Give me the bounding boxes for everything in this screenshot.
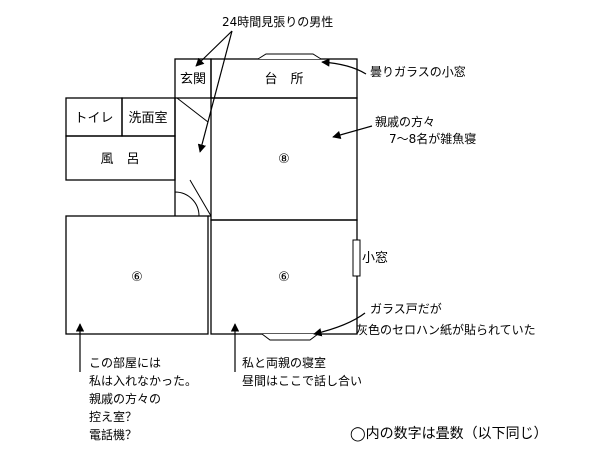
arrow-glass-door [313,312,366,337]
annotation-relatives-2: 7～8名が雑魚寝 [389,131,476,146]
arrow-watchman-corridor [197,30,233,153]
room-bath-label: 風 呂 [100,152,139,167]
arrow-relatives [332,125,373,139]
annotation-glass-door-1: ガラス戸だが [370,301,442,316]
frosted-window [257,53,322,60]
room-toilet-label: トイレ [74,111,113,126]
room-kitchen-label: 台 所 [264,72,303,87]
annotation-my-room-2: 昼間はここで話し合い [242,373,362,388]
annotation-my-room-1: 私と両親の寝室 [242,355,326,370]
annotation-frosted-glass: 曇りガラスの小窓 [370,64,466,79]
room-genkan-label: 玄関 [180,72,206,87]
room-6-mid-size: ⑥ [278,270,290,285]
annotation-left-room-2: 私は入れなかった。 [89,374,197,388]
walls [65,58,358,335]
annotation-glass-door-2: 灰色のセロハン紙が貼られていた [356,322,536,337]
glass-door [261,333,319,341]
arrow-watchman-genkan [195,30,233,67]
annotation-left-room-3: 親戚の方々の [89,391,161,406]
arrow-frosted-glass [321,58,367,75]
room-8-size: ⑧ [278,152,290,167]
small-window-label: 小窓 [362,250,388,266]
room-6-left-wall [65,215,209,335]
annotation-left-room-4: 控え室？ [89,409,137,424]
small-window-frame [352,239,361,277]
room-washroom-label: 洗面室 [128,110,167,126]
arrows [75,30,373,372]
room-6-left-size: ⑥ [131,270,143,285]
doors [174,97,212,217]
annotation-relatives-1: 親戚の方々 [375,114,435,129]
legend-note: ◯内の数字は畳数（以下同じ） [350,426,548,442]
annotation-watchman: 24時間見張りの男性 [222,15,333,29]
windows [257,53,361,341]
genkan-door-swing [176,97,209,123]
corridor-door-swing [174,191,200,217]
annotation-left-room-5: 電話機？ [89,427,137,442]
annotation-left-room-1: この部屋には [89,355,161,370]
